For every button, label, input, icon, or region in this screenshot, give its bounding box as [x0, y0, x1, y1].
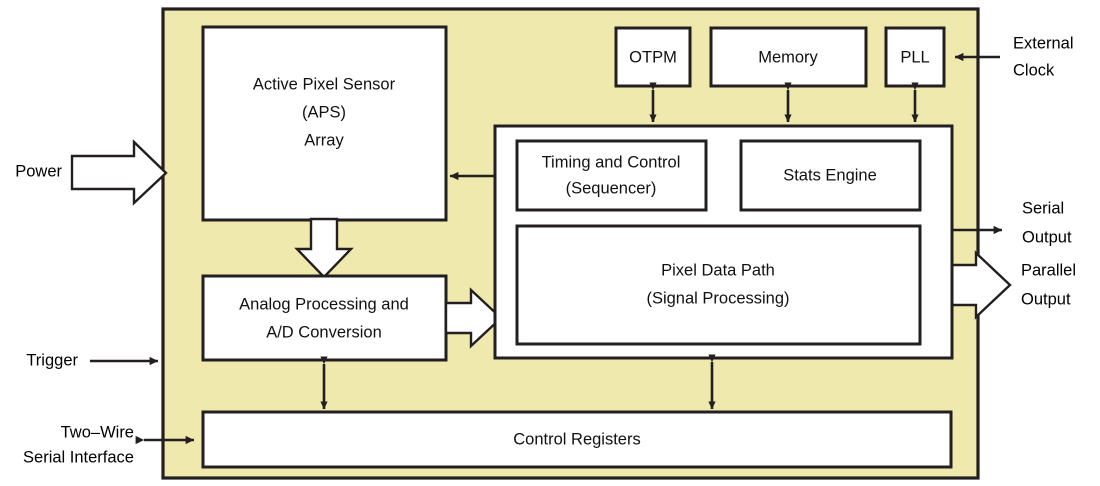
- pll-label: PLL: [900, 48, 929, 66]
- block-aps-array: [201, 25, 448, 222]
- block-control-registers: [201, 410, 953, 469]
- stats-engine-label: Stats Engine: [783, 166, 877, 184]
- block-pixel-data-path: [515, 224, 922, 346]
- block-stats-engine: [739, 139, 922, 212]
- datapath-label-line1: Pixel Data Path: [661, 261, 775, 279]
- block-otpm: [614, 26, 692, 88]
- two-wire-label-line2: Serial Interface: [23, 448, 134, 466]
- analog-to-core-arrow: [444, 287, 503, 349]
- otpm-label: OTPM: [629, 48, 677, 66]
- timing-label-line1: Timing and Control: [542, 153, 681, 171]
- power-label: Power: [15, 162, 62, 180]
- parallel-output-arrow: [950, 250, 1012, 320]
- datapath-label-line2: (Signal Processing): [646, 289, 789, 307]
- trigger-label: Trigger: [26, 351, 78, 369]
- block-pll: [884, 26, 946, 88]
- serial-output-label-line1: Serial: [1022, 199, 1064, 217]
- external-clock-label-line1: External: [1013, 34, 1074, 52]
- aps-label-line2: (APS): [302, 103, 346, 121]
- memory-label: Memory: [758, 48, 818, 66]
- aps-label-line1: Active Pixel Sensor: [253, 75, 396, 93]
- aps-label-line3: Array: [304, 131, 344, 149]
- analog-label-line1: Analog Processing and: [239, 295, 409, 313]
- serial-output-label-line2: Output: [1022, 228, 1072, 246]
- parallel-output-label-line1: Parallel: [1021, 261, 1076, 279]
- external-clock-label-line2: Clock: [1013, 61, 1055, 79]
- two-wire-label-line1: Two–Wire: [61, 423, 134, 441]
- control-registers-label: Control Registers: [513, 430, 640, 448]
- aps-to-analog-arrow: [294, 217, 354, 279]
- analog-label-line2: A/D Conversion: [266, 323, 382, 341]
- timing-label-line2: (Sequencer): [566, 179, 657, 197]
- block-timing-control: [515, 139, 708, 212]
- parallel-output-label-line2: Output: [1021, 290, 1071, 308]
- block-analog-processing: [201, 274, 448, 362]
- power-in-arrow: [70, 139, 168, 206]
